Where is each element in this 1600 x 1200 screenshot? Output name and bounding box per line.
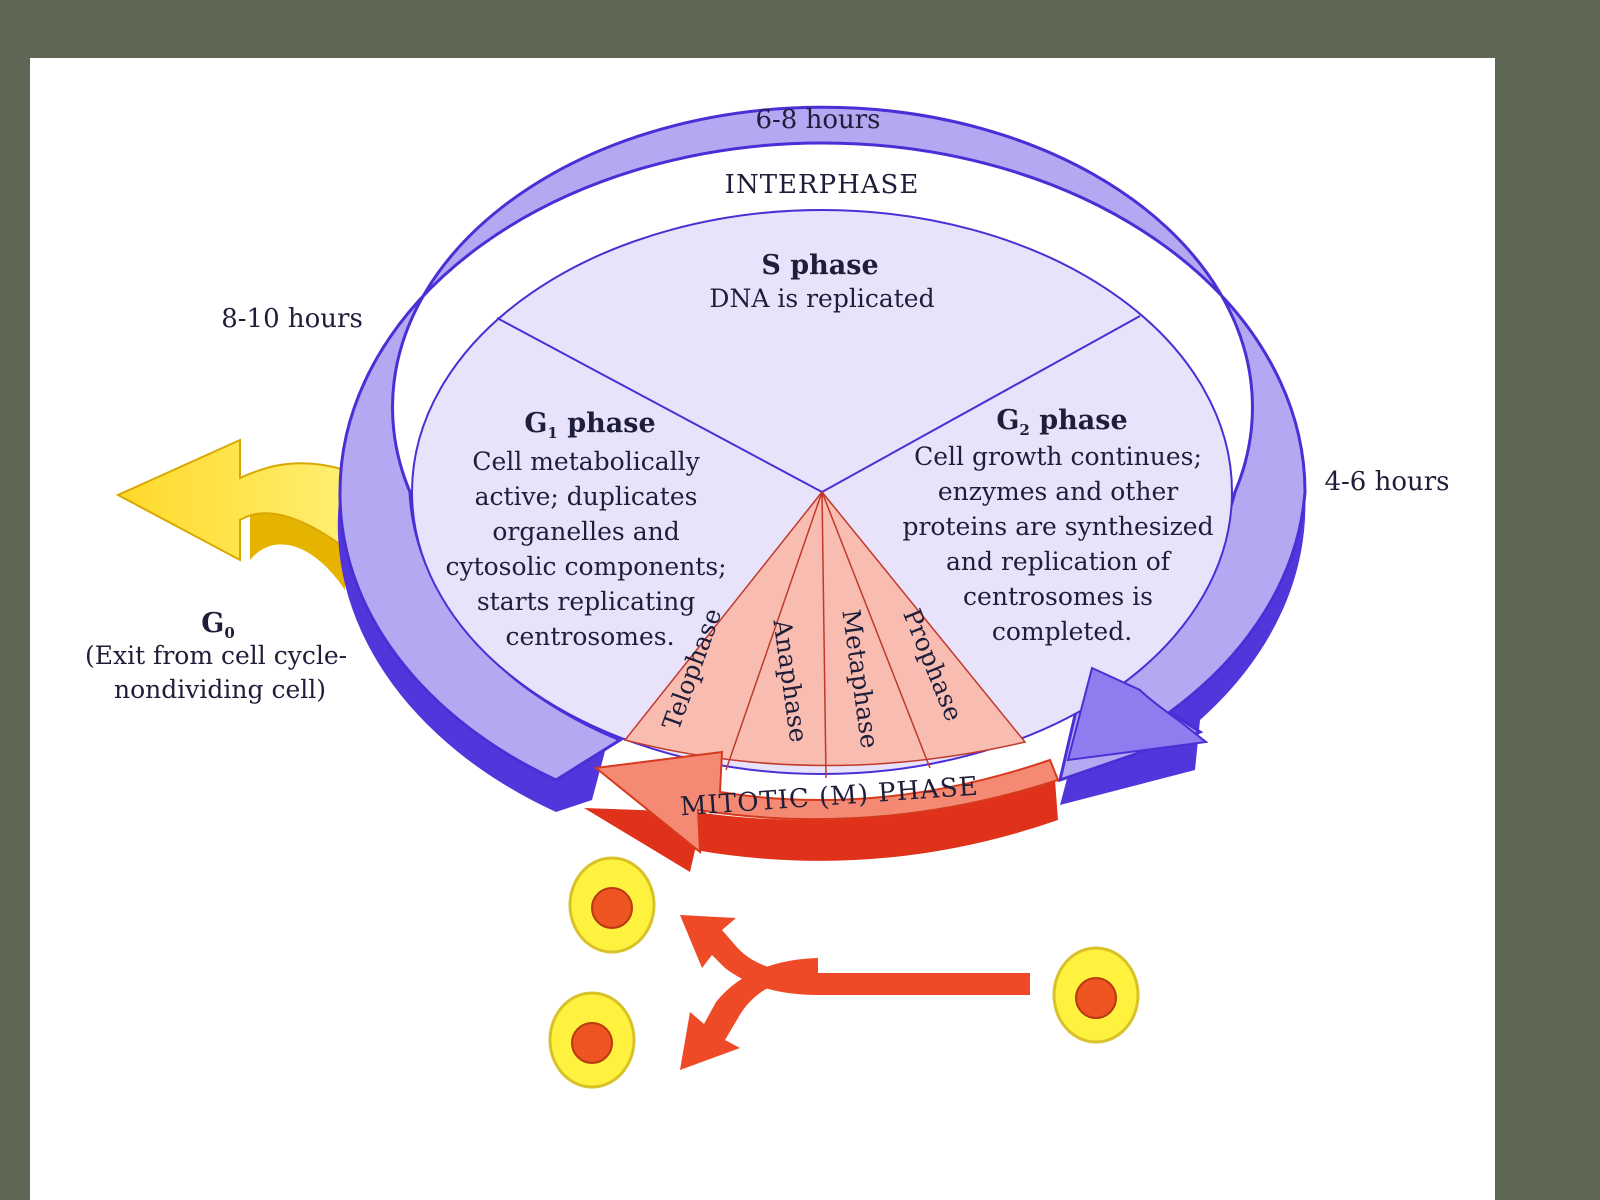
mitotic-phase-arrow bbox=[584, 750, 1060, 872]
g0-title: G0 bbox=[201, 608, 235, 642]
division-arrows bbox=[680, 915, 1030, 1070]
g2-phase-description: Cell growth continues; enzymes and other… bbox=[902, 442, 1221, 646]
parent-cell bbox=[1052, 946, 1140, 1044]
g1-duration-label: 8-10 hours bbox=[221, 304, 363, 334]
g2-phase-title: G2 phase bbox=[996, 405, 1127, 439]
s-duration-label: 6-8 hours bbox=[755, 105, 880, 135]
g2-duration-label: 4-6 hours bbox=[1324, 467, 1449, 497]
g0-description: (Exit from cell cycle- nondividing cell) bbox=[85, 641, 355, 704]
daughter-cell-top bbox=[568, 856, 656, 954]
s-phase-title: S phase bbox=[761, 250, 878, 281]
s-phase-description: DNA is replicated bbox=[709, 284, 934, 313]
interphase-label: INTERPHASE bbox=[725, 170, 920, 200]
g1-phase-description: Cell metabolically active; duplicates or… bbox=[445, 447, 734, 651]
mitosis-wedge bbox=[623, 490, 1027, 779]
interphase-arrow-head bbox=[1066, 666, 1209, 762]
daughter-cell-bottom bbox=[548, 991, 636, 1089]
g0-exit-arrow bbox=[115, 438, 346, 590]
interphase-ring bbox=[338, 105, 1307, 783]
g1-phase-title: G1 phase bbox=[524, 408, 655, 442]
